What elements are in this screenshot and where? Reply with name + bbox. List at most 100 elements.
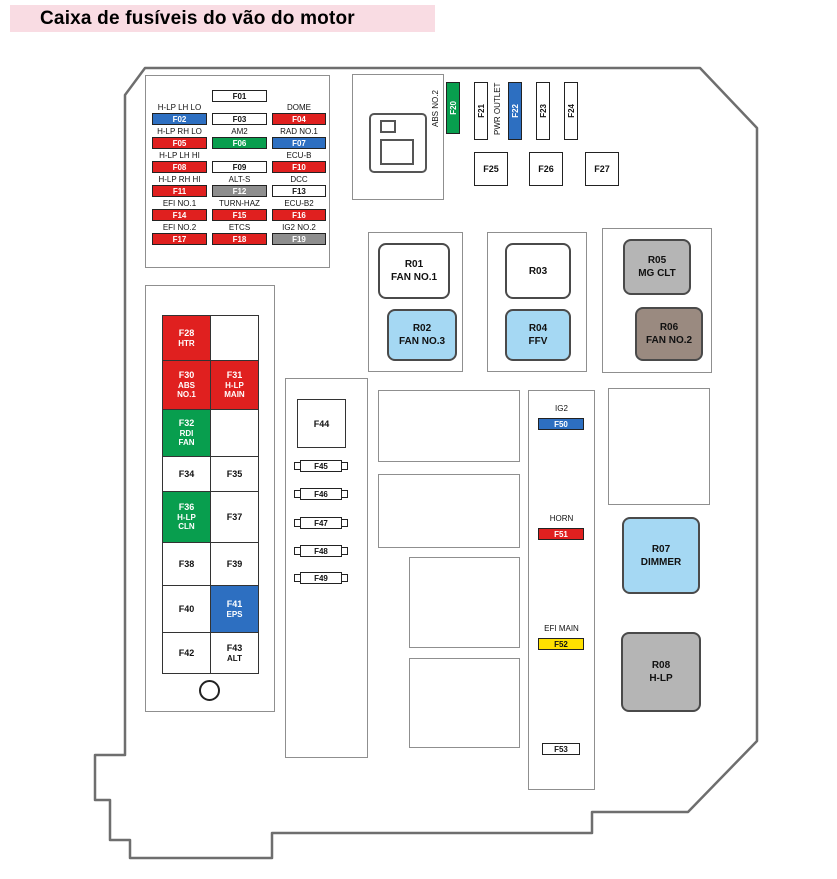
fuse-f20: F20 bbox=[446, 82, 460, 134]
middle-fuse-block: F44 F45 F46 F47 F48 F49 bbox=[285, 378, 368, 758]
right-fuse-strip: IG2 F50 HORN F51 EFI MAIN F52 F53 bbox=[528, 390, 595, 790]
connector-tab-icon bbox=[380, 120, 396, 133]
fuse-f09: F09 bbox=[212, 161, 267, 173]
fuse-f11: F11 bbox=[152, 185, 207, 197]
fuse-f16-label: ECU-B2 bbox=[284, 199, 314, 208]
fuse-f08-label: H-LP LH HI bbox=[159, 151, 200, 160]
relay-r04: R04 FFV bbox=[505, 309, 571, 361]
fuse-f01: F01 bbox=[212, 90, 267, 102]
fuse-f40: F40 bbox=[163, 586, 210, 632]
fuse-f52-label: EFI MAIN bbox=[544, 624, 579, 633]
fuse-f06-label: AM2 bbox=[231, 127, 248, 136]
fuse-f19: F19 bbox=[272, 233, 326, 245]
relay-r02-label: FAN NO.3 bbox=[398, 336, 446, 347]
fuse-f12: F12 bbox=[212, 185, 267, 197]
fuse-f46: F46 bbox=[294, 488, 348, 500]
fuse-f14-label: EFI NO.1 bbox=[162, 199, 197, 208]
fuse-f39: F39 bbox=[211, 543, 258, 585]
fuse-f45: F45 bbox=[294, 460, 348, 472]
relay-r06-label: FAN NO.2 bbox=[645, 335, 693, 346]
fuse-f17-label: EFI NO.2 bbox=[162, 223, 197, 232]
page-title: Caixa de fusíveis do vão do motor bbox=[10, 5, 435, 32]
fuse-f13-label: DCC bbox=[290, 175, 308, 184]
relay-r08-id: R08 bbox=[651, 660, 671, 671]
relay-r06: R06 FAN NO.2 bbox=[635, 307, 703, 361]
fuse-f51-label: HORN bbox=[549, 514, 574, 523]
fuse-f23: F23 bbox=[536, 82, 550, 140]
relay-group-2: R03 R04 FFV bbox=[487, 232, 587, 372]
fuse-f04: F04 bbox=[272, 113, 326, 125]
relay-r04-id: R04 bbox=[528, 323, 548, 334]
fuse-f35: F35 bbox=[211, 457, 258, 491]
relay-r02-id: R02 bbox=[412, 323, 432, 334]
empty-slot-5 bbox=[608, 388, 710, 505]
fuse-f06: F06 bbox=[212, 137, 267, 149]
relay-r06-id: R06 bbox=[659, 322, 679, 333]
fuse-f49: F49 bbox=[294, 572, 348, 584]
fuse-f13: F13 bbox=[272, 185, 326, 197]
fuse-f07: F07 bbox=[272, 137, 326, 149]
fuse-f26: F26 bbox=[529, 152, 563, 186]
fuse-f47: F47 bbox=[294, 517, 348, 529]
fuse-f08: F08 bbox=[152, 161, 207, 173]
relay-r05-label: MG CLT bbox=[638, 268, 676, 279]
fuse-f18: F18 bbox=[212, 233, 267, 245]
fuse-f02: F02 bbox=[152, 113, 207, 125]
fuse-f14: F14 bbox=[152, 209, 207, 221]
fuse-f50: F50 bbox=[538, 418, 584, 430]
fuse-f53: F53 bbox=[542, 743, 580, 755]
fuse-f51: F51 bbox=[538, 528, 584, 540]
fuse-f12-label: ALT-S bbox=[228, 175, 251, 184]
relay-r07-label: DIMMER bbox=[640, 556, 682, 568]
fuse-f42: F42 bbox=[163, 633, 210, 673]
relay-r04-label: FFV bbox=[528, 336, 548, 347]
fuse-f04-label: DOME bbox=[287, 103, 311, 112]
relay-r05: R05 MG CLT bbox=[623, 239, 691, 295]
fuse-f05-label: H-LP RH LO bbox=[157, 127, 202, 136]
fuse-f10: F10 bbox=[272, 161, 326, 173]
relay-group-1: R01 FAN NO.1 R02 FAN NO.3 bbox=[368, 232, 463, 372]
mount-hole-icon bbox=[199, 680, 220, 701]
fuse-f05: F05 bbox=[152, 137, 207, 149]
fuse-f44: F44 bbox=[297, 399, 346, 448]
relay-r01-id: R01 bbox=[404, 259, 424, 270]
relay-r03-id: R03 bbox=[528, 265, 548, 277]
fuse-f38: F38 bbox=[163, 543, 210, 585]
relay-r03: R03 bbox=[505, 243, 571, 299]
connector-inner-icon bbox=[380, 139, 414, 165]
fuse-f34: F34 bbox=[163, 457, 210, 491]
fuse-f27: F27 bbox=[585, 152, 619, 186]
relay-r01: R01 FAN NO.1 bbox=[378, 243, 450, 299]
fuse-f22-label: PWR OUTLET bbox=[493, 82, 502, 136]
empty-slot-3 bbox=[409, 557, 520, 648]
fuse-f21-id: F21 bbox=[476, 104, 486, 118]
relay-r07-id: R07 bbox=[651, 543, 671, 555]
fuse-f03: F03 bbox=[212, 113, 267, 125]
empty-fuse-cell bbox=[211, 410, 258, 456]
connector-icon bbox=[369, 113, 427, 173]
fuse-f20-label: ABS NO.2 bbox=[431, 90, 440, 128]
fuse-f07-label: RAD NO.1 bbox=[280, 127, 318, 136]
fuse-f22: F22 bbox=[508, 82, 522, 140]
fuse-f21: F21 bbox=[474, 82, 488, 140]
fuse-f16: F16 bbox=[272, 209, 326, 221]
empty-slot-4 bbox=[409, 658, 520, 748]
fuse-f22-id: F22 bbox=[510, 104, 520, 118]
fuse-f10-label: ECU-B bbox=[286, 151, 312, 160]
empty-slot-1 bbox=[378, 390, 520, 462]
fuse-f50-label: IG2 bbox=[555, 404, 568, 413]
fuse-f17: F17 bbox=[152, 233, 207, 245]
fuse-f02-label: H-LP LH LO bbox=[157, 103, 202, 112]
relay-r08: R08 H-LP bbox=[621, 632, 701, 712]
connector-slot bbox=[352, 74, 444, 200]
relay-r07: R07 DIMMER bbox=[622, 517, 700, 594]
